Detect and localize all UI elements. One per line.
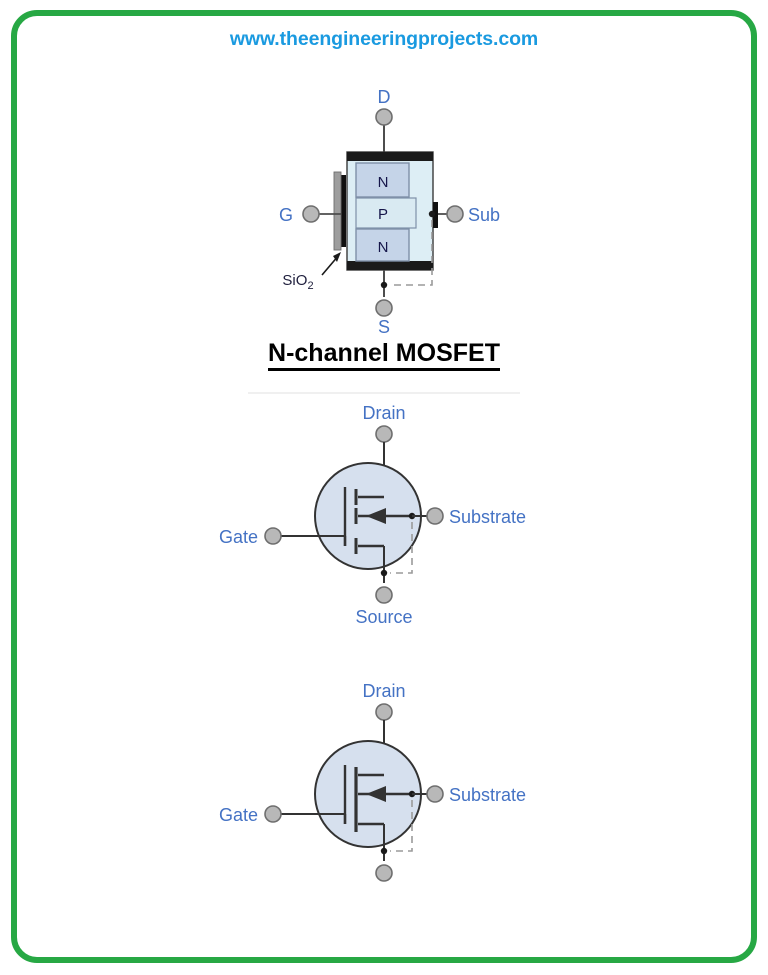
structure-source-junction-dot [380,281,388,289]
structure-substrate-junction-dot [428,210,436,218]
structure-region-n-top-label: N [378,174,389,191]
structure-sio2-label: SiO2 [282,272,313,292]
structure-sio2-oxide-layer [333,171,342,251]
structure-drain-terminal-node[interactable] [375,108,393,126]
structure-drain-label: D [378,87,391,107]
dep-drain-label: Drain [362,681,405,701]
structure-diagram-title-text: N-channel MOSFET [268,339,500,371]
structure-region-p-middle [355,197,417,229]
site-url-watermark: www.theengineeringprojects.com [229,28,539,50]
enh-substrate-source-dashed-link [390,522,413,574]
enh-substrate-label: Substrate [449,507,526,527]
depletion-mosfet-symbol: Drain Gate Substrate [219,681,526,882]
enh-source-label: Source [355,607,412,627]
dep-source-terminal-node[interactable] [375,864,393,882]
sio2-subscript: 2 [307,280,313,292]
dep-gate-label: Gate [219,805,258,825]
structure-source-terminal-node[interactable] [375,299,393,317]
structure-sio2-arrow-head [333,252,341,262]
dep-substrate-arrow-head [366,786,386,802]
structure-region-n-bottom [355,228,410,262]
structure-substrate-label: Sub [468,205,500,225]
structure-substrate-contact [433,202,438,228]
mosfet-structure-diagram: N P N G Sub S D [279,87,500,337]
dep-gate-terminal-node[interactable] [264,805,282,823]
enh-drain-label: Drain [362,403,405,423]
structure-region-p-label: P [378,206,388,223]
sio2-base: SiO [282,272,307,289]
structure-drain-metal-contact [347,152,433,161]
structure-source-label: S [378,317,390,337]
structure-gate-electrode [341,175,346,247]
enhancement-mosfet-symbol: Drain Gate [219,403,526,627]
dep-substrate-label: Substrate [449,785,526,805]
structure-substrate-terminal-node[interactable] [446,205,464,223]
dep-substrate-terminal-node[interactable] [426,785,444,803]
dep-source-junction-dot [380,847,388,855]
enh-gate-label: Gate [219,527,258,547]
structure-region-n-bottom-label: N [378,239,389,256]
enh-drain-terminal-node[interactable] [375,425,393,443]
enh-gate-terminal-node[interactable] [264,527,282,545]
dep-substrate-source-dashed-link [390,800,413,852]
structure-diagram-title: N-channel MOSFET [0,339,768,371]
dep-drain-terminal-node[interactable] [375,703,393,721]
structure-gate-terminal-node[interactable] [302,205,320,223]
structure-region-n-top [355,162,410,198]
enh-source-terminal-node[interactable] [375,586,393,604]
structure-source-metal-contact [347,261,433,270]
structure-gate-label: G [279,205,293,225]
enh-substrate-terminal-node[interactable] [426,507,444,525]
structure-substrate-source-dashed-link [390,220,433,286]
enh-substrate-arrow-head [366,508,386,524]
enh-source-junction-dot [380,569,388,577]
